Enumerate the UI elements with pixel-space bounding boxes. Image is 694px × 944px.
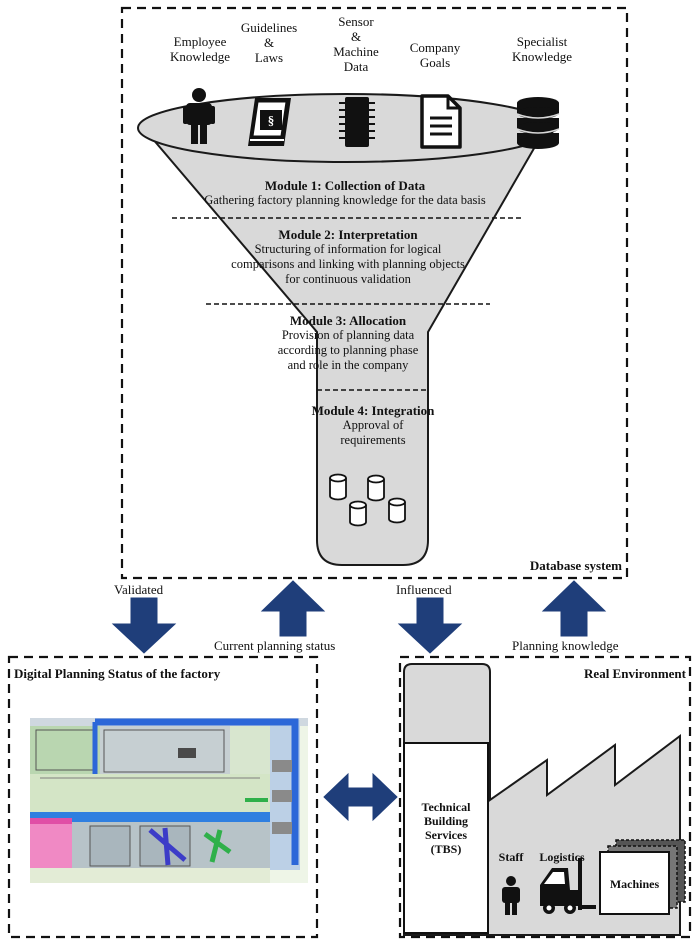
- module-4-text: Approval of requirements: [340, 418, 406, 447]
- influenced-arrow: [397, 597, 463, 654]
- module-1-title: Module 1: Collection of Data: [264, 178, 426, 193]
- module-4-title: Module 4: Integration: [311, 403, 435, 418]
- real-environment-title: Real Environment: [584, 666, 686, 681]
- database-cylinders-icon: [329, 473, 406, 527]
- person-icon: [183, 88, 215, 144]
- digital-planning-frame: [7, 655, 319, 939]
- digital-planning-title: Digital Planning Status of the factory: [14, 666, 221, 681]
- source-label-company-goals: Company Goals: [400, 40, 470, 70]
- source-label-text: Employee Knowledge: [170, 34, 230, 64]
- database-system-frame: [120, 6, 629, 580]
- staff-label: Staff: [498, 850, 524, 864]
- source-label-employee-knowledge: Employee Knowledge: [160, 34, 240, 64]
- module-2-title: Module 2: Interpretation: [278, 227, 418, 242]
- module-1-text: Gathering factory planning knowledge for…: [204, 193, 486, 207]
- module-2-text: Structuring of information for logical c…: [231, 242, 465, 286]
- source-label-text: Sensor & Machine Data: [333, 14, 379, 74]
- svg-text:§: §: [268, 113, 275, 128]
- module-2: Module 2: Interpretation Structuring of …: [205, 227, 491, 287]
- current-planning-status-label: Current planning status: [214, 638, 336, 653]
- chip-icon: [339, 97, 375, 147]
- module-3-title: Module 3: Allocation: [289, 313, 407, 328]
- module-3-text: Provision of planning data according to …: [277, 328, 419, 372]
- factory-layout-image: [30, 718, 308, 883]
- planning-knowledge-arrow: [541, 580, 607, 637]
- bidirectional-arrow: [323, 772, 398, 822]
- logistics-label: Logistics: [539, 850, 585, 864]
- source-label-guidelines-laws: Guidelines & Laws: [234, 20, 304, 65]
- planning-knowledge-label: Planning knowledge: [512, 638, 619, 653]
- source-label-text: Guidelines & Laws: [240, 20, 298, 65]
- forklift-icon: [540, 858, 596, 914]
- source-label-text: Company Goals: [409, 40, 461, 70]
- machines-box: [599, 851, 670, 915]
- funnel-body: [149, 137, 542, 566]
- validated-label: Validated: [114, 582, 164, 597]
- source-label-text: Specialist Knowledge: [512, 34, 572, 64]
- staff-icon: [502, 876, 520, 915]
- database-system-label: Database system: [529, 558, 622, 573]
- tbs-label: Technical Building Services (TBS): [421, 800, 471, 856]
- current-planning-status-arrow: [260, 580, 326, 637]
- module-1: Module 1: Collection of Data Gathering f…: [180, 178, 510, 208]
- database-icon: [516, 97, 560, 149]
- module-3: Module 3: Allocation Provision of planni…: [230, 313, 466, 373]
- influenced-label: Influenced: [396, 582, 452, 597]
- module-4: Module 4: Integration Approval of requir…: [290, 403, 456, 448]
- validated-arrow: [111, 597, 177, 654]
- tbs-box: [403, 742, 489, 934]
- document-icon: [420, 94, 462, 149]
- source-label-sensor-machine-data: Sensor & Machine Data: [320, 14, 392, 74]
- source-label-specialist-knowledge: Specialist Knowledge: [500, 34, 584, 64]
- machines-label: Machines: [609, 877, 660, 891]
- law-book-icon: §: [248, 98, 291, 146]
